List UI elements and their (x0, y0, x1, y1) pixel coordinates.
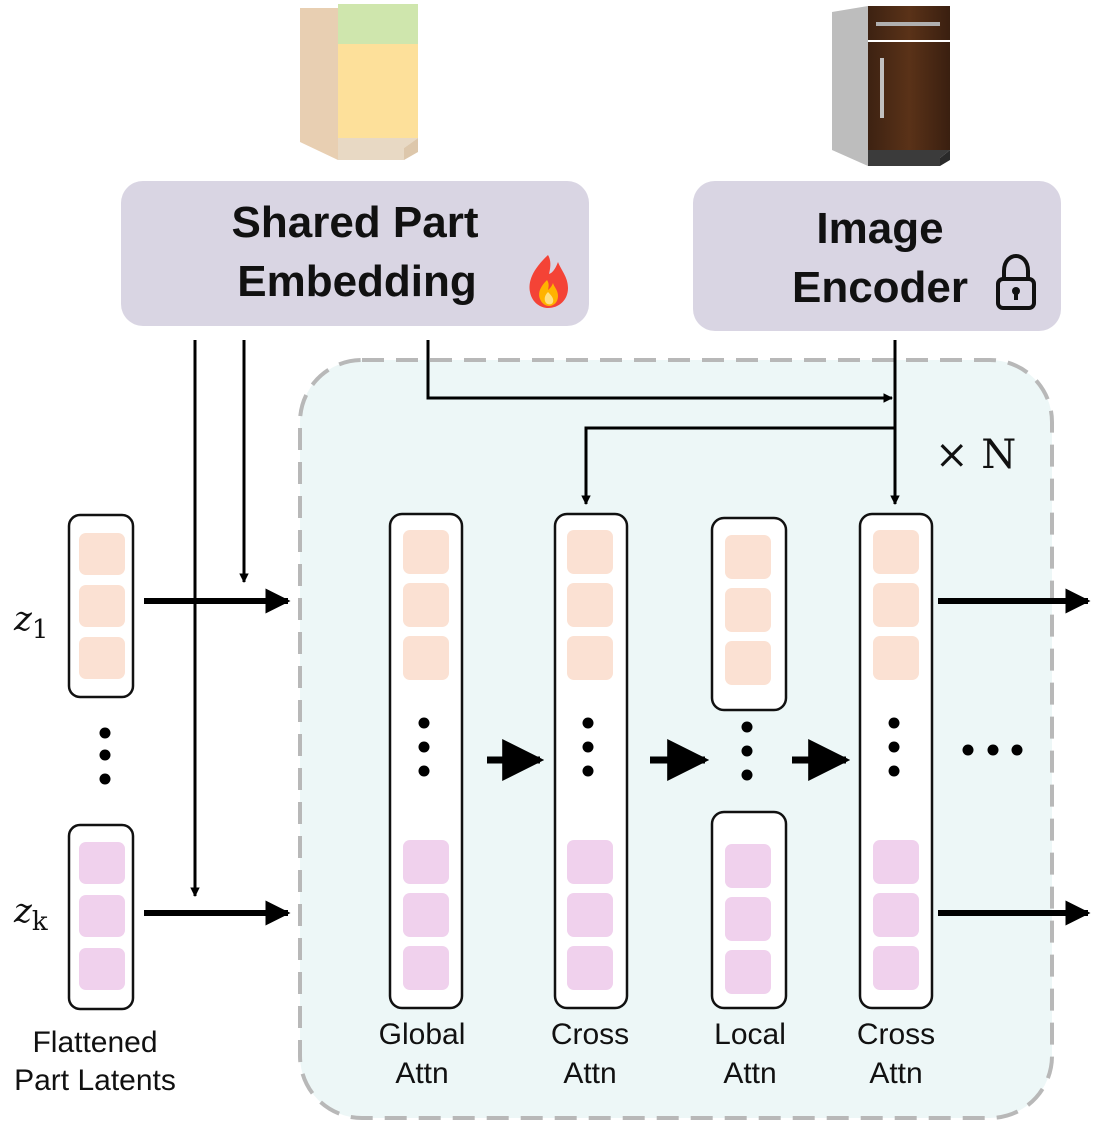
layer3-label-line2: Attn (723, 1057, 776, 1090)
global-attn-layer (388, 512, 464, 1010)
latent-ellipsis (99, 727, 111, 785)
segmented-cabinet-image (300, 4, 418, 160)
layer3-label-line1: Local (714, 1018, 786, 1051)
layer4-label-line1: Cross (857, 1018, 935, 1051)
latent-zk (67, 823, 135, 1011)
cross-attn-layer-2 (858, 512, 934, 1010)
lock-icon (996, 253, 1036, 310)
latents-caption-line1: Flattened (32, 1026, 157, 1059)
local-attn-layer (710, 516, 788, 1010)
zk-label: zk (13, 891, 48, 937)
layer2-label-line1: Cross (551, 1018, 629, 1051)
latents-caption-line2: Part Latents (14, 1064, 176, 1097)
layer1-label-line1: Global (379, 1018, 466, 1051)
repeat-label: × N (935, 432, 1016, 478)
image-encoder-module: Image Encoder (693, 181, 1061, 331)
continuation-ellipsis (962, 744, 1023, 756)
layer1-label-line2: Attn (395, 1057, 448, 1090)
image-encoder-label-line2: Encoder (792, 263, 968, 312)
latent-z1 (67, 513, 135, 699)
z1-label: z1 (13, 599, 48, 645)
cabinet-photo-image (832, 6, 950, 166)
layer4-label-line2: Attn (869, 1057, 922, 1090)
fire-icon (529, 255, 568, 308)
shared-embedding-label-line1: Shared Part (232, 198, 479, 247)
layer2-label-line2: Attn (563, 1057, 616, 1090)
shared-embedding-label-line2: Embedding (237, 257, 477, 306)
cross-attn-layer-1 (553, 512, 629, 1010)
shared-part-embedding-module: Shared Part Embedding (121, 181, 589, 326)
image-encoder-label-line1: Image (816, 204, 943, 253)
conditioning-connections (190, 340, 900, 897)
